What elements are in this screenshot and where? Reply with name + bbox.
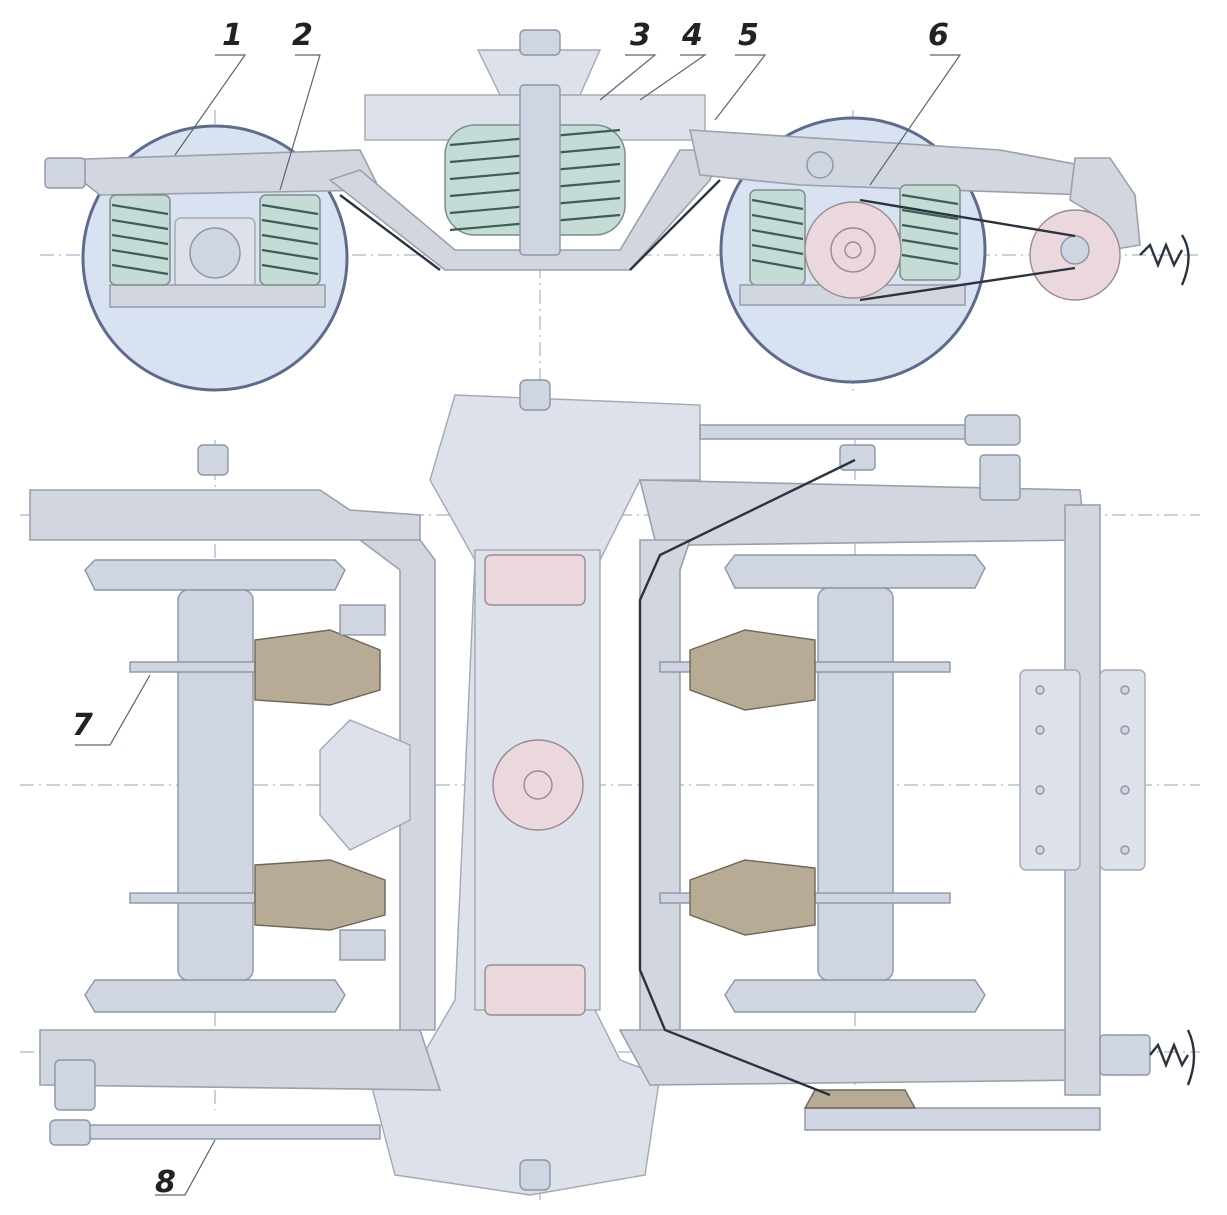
right-wheelset (659, 554, 986, 1013)
callout-8: 8 (155, 1165, 176, 1200)
generator-shaft (1060, 235, 1090, 265)
leader-1 (174, 54, 247, 156)
belt-tension-spring (1139, 241, 1184, 269)
upper-side-frame-left (29, 489, 421, 541)
brake-shoes (254, 629, 816, 936)
callout-3: 3 (630, 18, 651, 53)
callout-4: 4 (681, 18, 703, 53)
left-spring-plank (109, 284, 326, 308)
left-wheelset-bottom-wheel (84, 979, 346, 1013)
leader-7 (75, 674, 151, 746)
lower-tie-rod (59, 1124, 381, 1140)
callout-2: 2 (292, 18, 313, 53)
left-end-bolt (44, 157, 86, 189)
leader-4 (639, 54, 707, 101)
right-wheelset-top-wheel (724, 554, 986, 589)
left-axle (177, 589, 254, 981)
brake-cylinder (319, 719, 411, 851)
right-wheelset-bottom-wheel (724, 979, 986, 1013)
callout-1: 1 (222, 18, 243, 53)
leader-6 (869, 54, 962, 186)
pivot-pin (519, 29, 561, 56)
generator-pulley-plan (803, 1089, 917, 1109)
lower-side-frame-right (618, 1029, 1086, 1086)
brake-shoe-left-top (254, 629, 381, 706)
side-bearing-top (484, 554, 586, 606)
plan-view (20, 379, 1200, 1200)
right-axle (817, 587, 894, 981)
right-brake-hanger (1019, 669, 1146, 871)
upper-axle-box-top (197, 444, 229, 476)
callout-labels: 1 2 3 4 5 6 7 8 (72, 18, 949, 1200)
leader-8 (155, 1139, 216, 1196)
side-view (40, 29, 1200, 395)
side-bearing-bottom (484, 964, 586, 1016)
callout-7: 7 (72, 708, 93, 743)
lower-tension-spring (1149, 1041, 1190, 1069)
left-side-frame-beam (52, 149, 382, 196)
brake-hanger-bracket (1069, 157, 1141, 251)
generator-cable (638, 458, 856, 1097)
callout-5: 5 (738, 18, 759, 53)
drive-belt (859, 198, 1076, 302)
leader-5 (714, 54, 767, 121)
brake-shoe-right-top (689, 629, 816, 711)
left-axle-springs (109, 194, 321, 286)
leader-3 (599, 54, 657, 101)
left-axle-end (189, 227, 241, 279)
callout-6: 6 (928, 18, 949, 53)
left-wheelset-top-wheel (84, 559, 346, 591)
left-transom (357, 539, 436, 1031)
generator-base-plate (804, 1107, 1101, 1131)
upper-tie-rod (699, 424, 971, 440)
brake-shoe-right-bottom (689, 859, 816, 936)
brake-shoe-left-bottom (254, 859, 386, 931)
lower-side-frame-left (39, 1029, 442, 1091)
callout-leaders (75, 54, 962, 1196)
central-bolster-spring (444, 84, 626, 256)
leader-2 (279, 54, 321, 191)
generator-mount-top (839, 444, 876, 471)
generator-pivot-bolt (806, 151, 834, 179)
